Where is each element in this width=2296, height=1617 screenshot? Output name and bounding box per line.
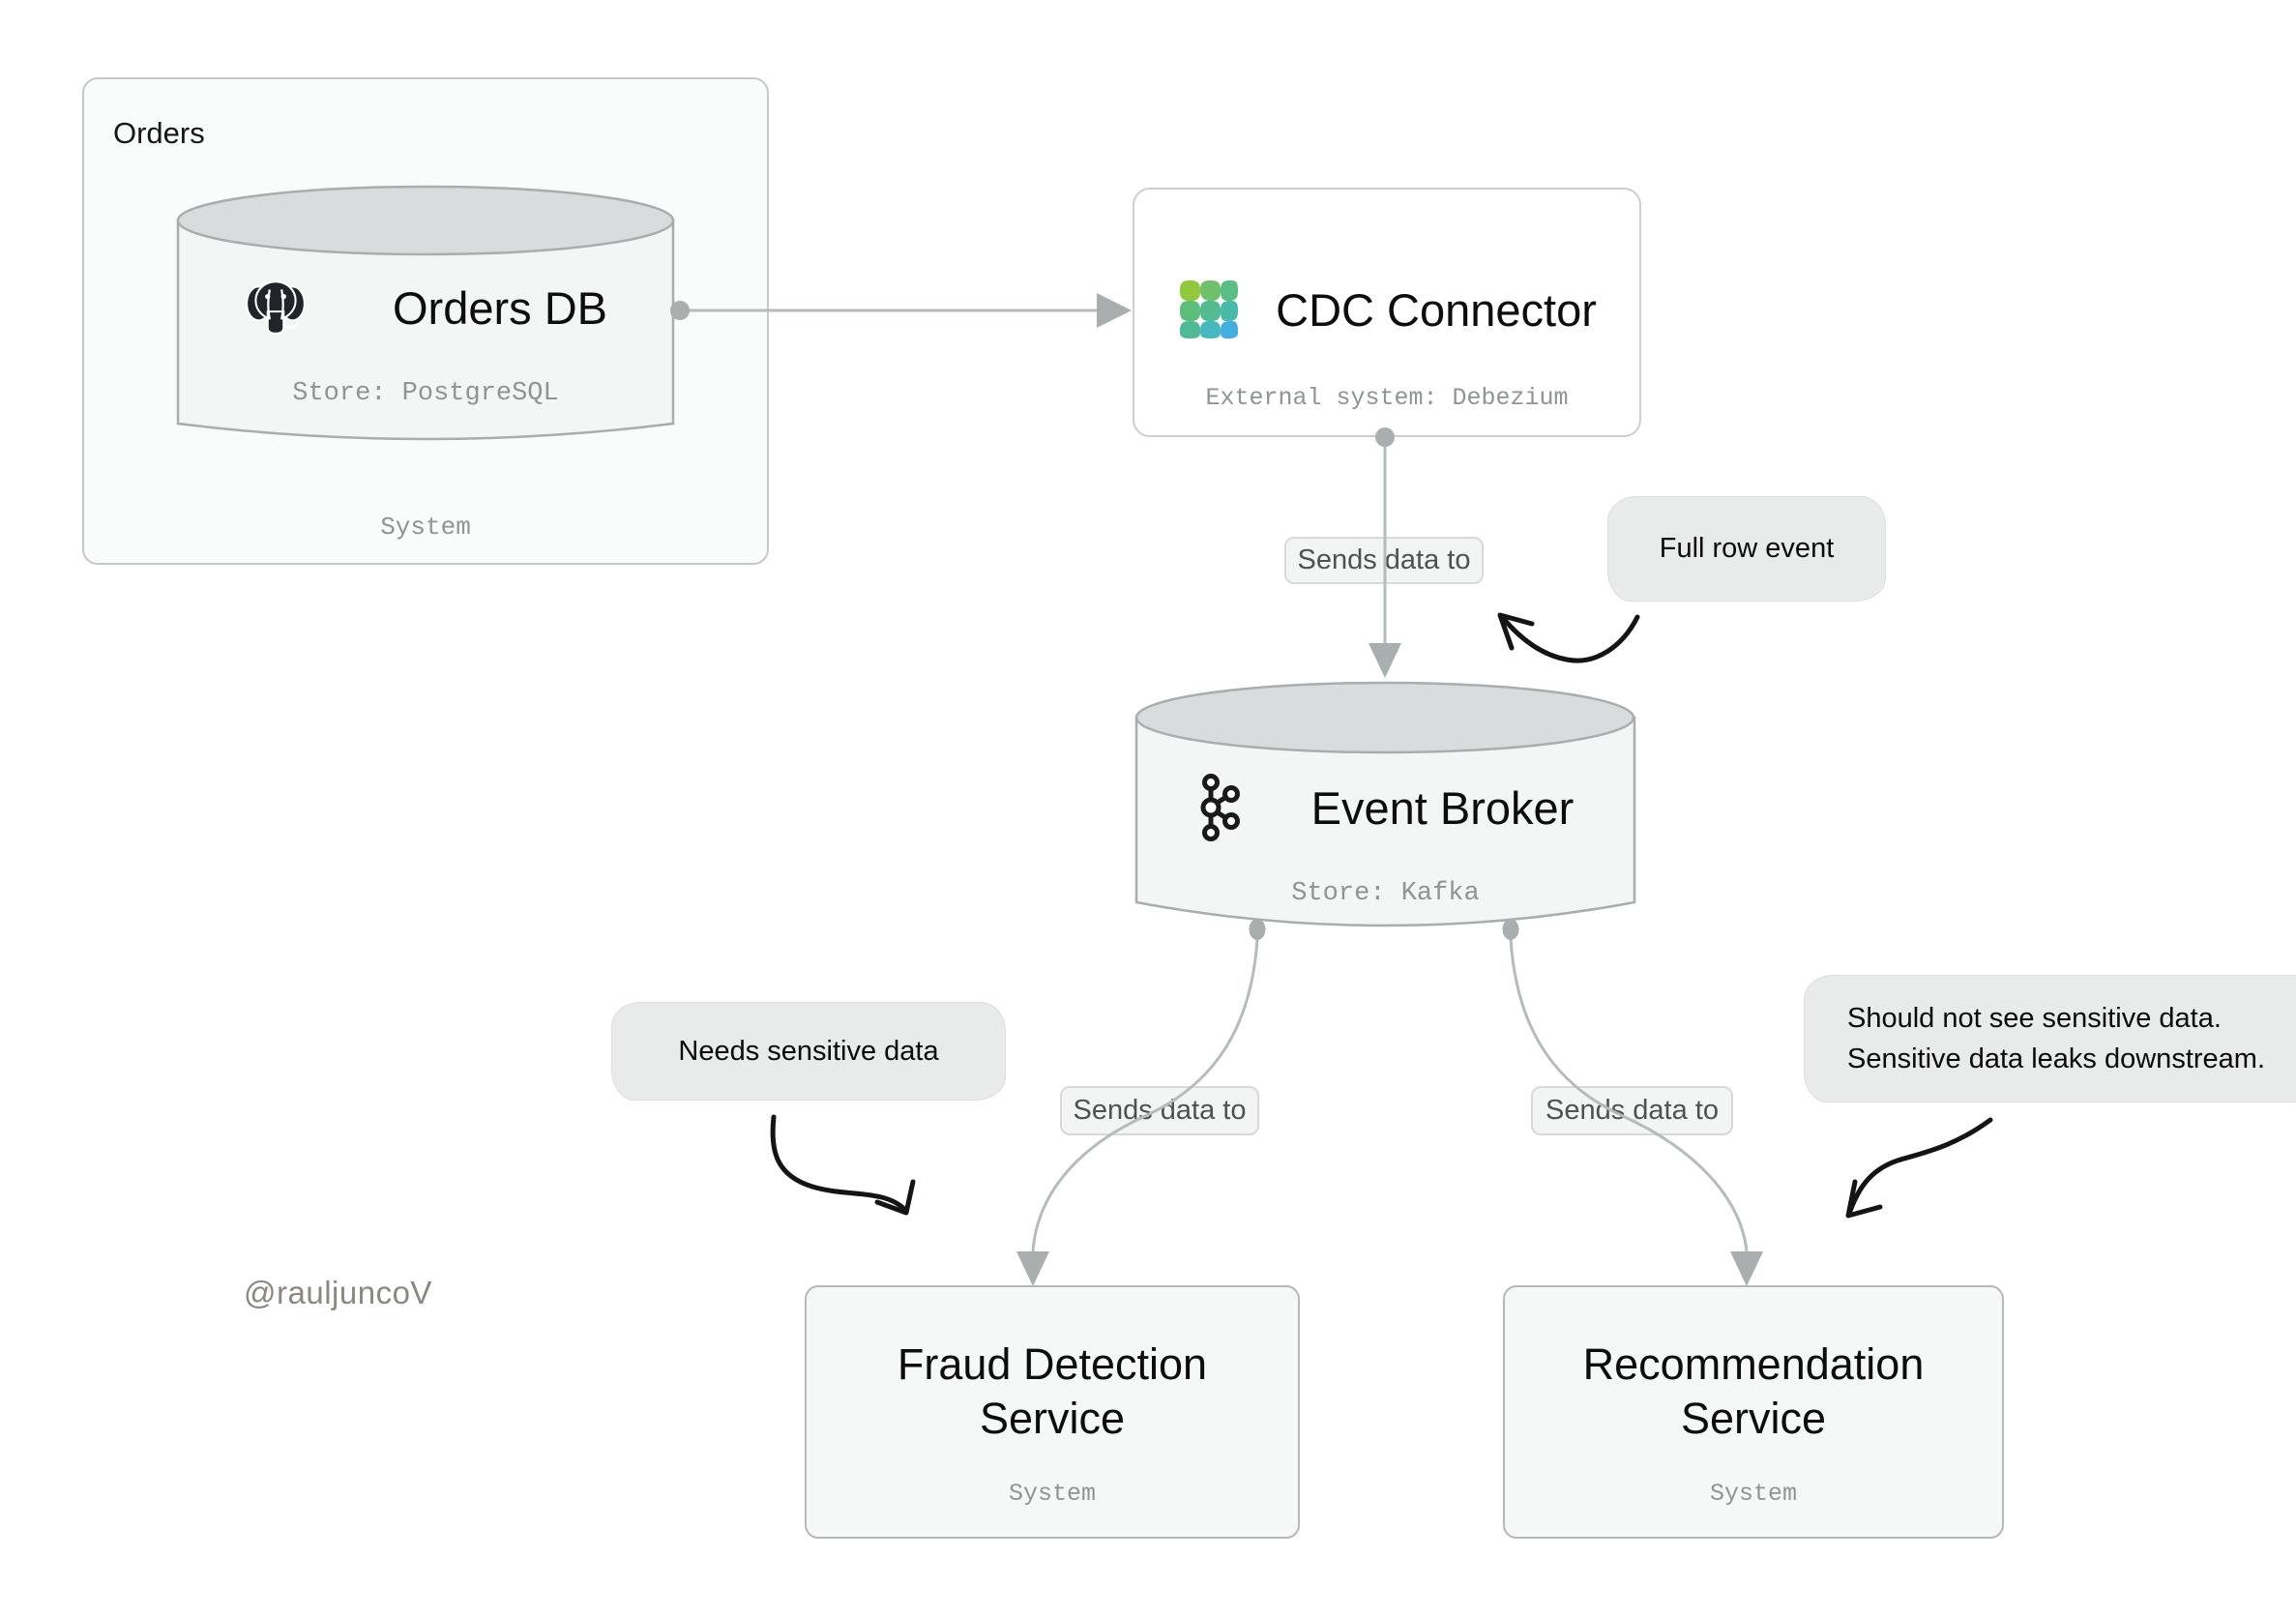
postgresql-icon — [246, 280, 306, 335]
recommendation-service-title: Recommendation Service — [1582, 1339, 1925, 1443]
annotation-sensitive-data-leak: Should not see sensitive data. Sensitive… — [1804, 975, 2296, 1102]
recommendation-service-type-label: System — [1709, 1480, 1797, 1508]
fraud-detection-service-node[interactable]: Fraud Detection Service System — [805, 1285, 1300, 1539]
orders-container-label: Orders — [113, 116, 205, 150]
event-broker-node[interactable]: Event Broker Store: Kafka — [1134, 680, 1636, 931]
kafka-icon — [1200, 774, 1240, 841]
edge-label-broker-to-fraud: Sends data to — [1060, 1086, 1259, 1135]
annotation-full-row-event-text: Full row event — [1659, 533, 1835, 564]
event-broker-title: Event Broker — [1310, 781, 1575, 834]
annotation-leak-line-1: Should not see sensitive data. — [1847, 1003, 2222, 1034]
orders-db-node[interactable]: Orders DB Store: PostgreSQL — [176, 184, 675, 443]
cdc-connector-external-system-label: External system: Debezium — [1205, 384, 1569, 412]
event-broker-store-label: Store: Kafka — [1291, 879, 1480, 908]
fraud-detection-service-title: Fraud Detection Service — [897, 1339, 1208, 1443]
hand-arrow-full-row-event — [1497, 612, 1640, 663]
debezium-icon — [1180, 280, 1239, 338]
edge-label-cdc-to-broker: Sends data to — [1284, 537, 1484, 584]
watermark: @rauljuncoV — [244, 1275, 432, 1310]
event-broker-cylinder-shape — [1134, 681, 1636, 927]
recommendation-service-node[interactable]: Recommendation Service System — [1503, 1285, 2004, 1539]
fraud-detection-service-type-label: System — [1008, 1480, 1096, 1508]
orders-db-title: Orders DB — [393, 281, 607, 334]
cdc-connector-node[interactable]: CDC Connector External system: Debezium — [1133, 188, 1641, 437]
annotation-full-row-event: Full row event — [1607, 496, 1886, 602]
edge-label-broker-to-recommendation: Sends data to — [1531, 1086, 1733, 1135]
orders-container-type-label: System — [380, 513, 471, 542]
annotation-needs-sensitive-data: Needs sensitive data — [611, 1002, 1006, 1101]
orders-db-cylinder-shape — [176, 185, 675, 441]
annotation-needs-sensitive-data-text: Needs sensitive data — [678, 1035, 939, 1067]
orders-db-store-label: Store: PostgreSQL — [292, 379, 559, 408]
cdc-connector-title: CDC Connector — [1276, 283, 1597, 336]
hand-arrow-needs-sensitive — [770, 1114, 916, 1216]
hand-arrow-sensitive-leak — [1845, 1117, 1993, 1219]
annotation-leak-line-2: Sensitive data leaks downstream. — [1847, 1044, 2265, 1074]
